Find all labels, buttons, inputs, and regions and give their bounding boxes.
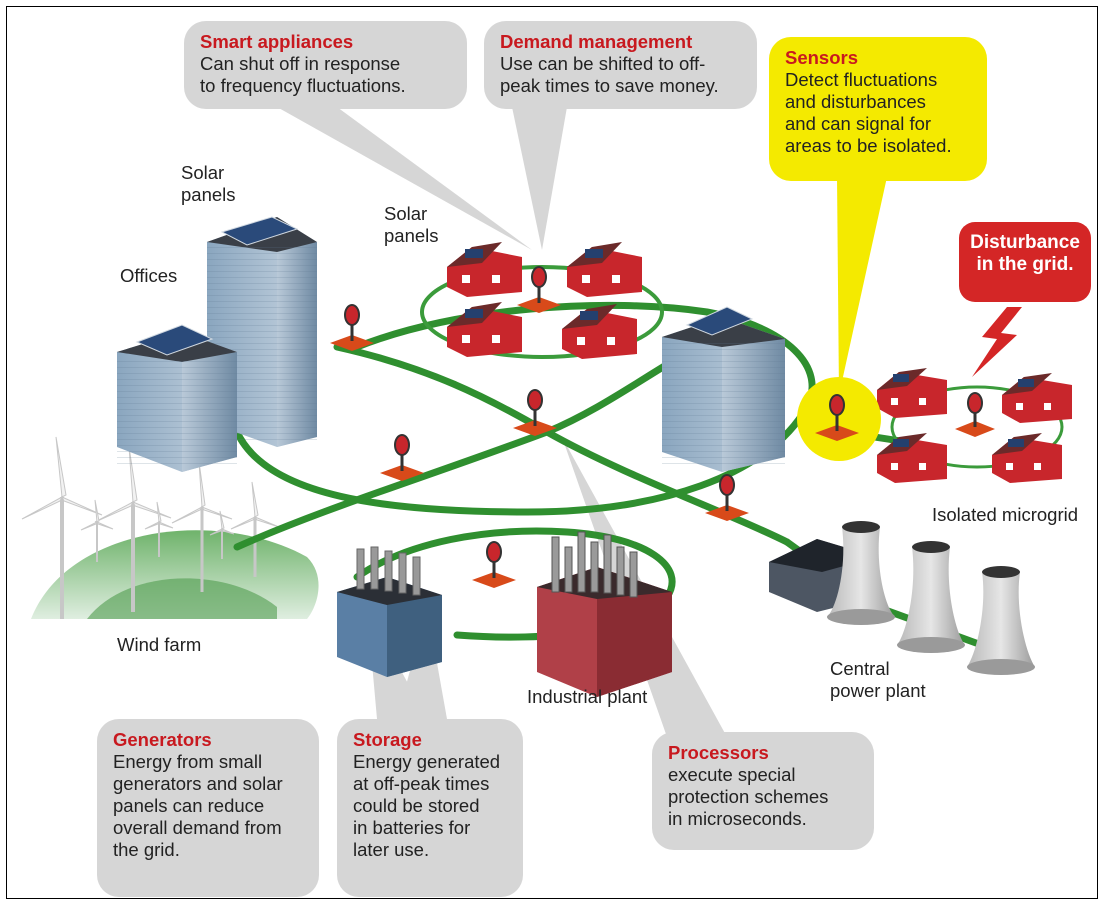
- wind-farm-hill: [31, 530, 319, 619]
- storage-body: Energy generated at off-peak times could…: [353, 751, 501, 860]
- sensor-node: [472, 541, 516, 588]
- storage-title: Storage: [353, 729, 422, 750]
- house: [447, 242, 522, 297]
- house: [562, 304, 637, 359]
- generators-body: Energy from small generators and solar p…: [113, 751, 283, 860]
- sensors-pointer: [837, 177, 887, 395]
- diagram-frame: Smart appliances Can shut off in respons…: [6, 6, 1098, 899]
- central-power-plant-facility: [769, 521, 1035, 675]
- isolated-microgrid-label: Isolated microgrid: [932, 504, 1079, 525]
- sensor-highlight: [797, 377, 881, 461]
- sensor-node: [513, 389, 557, 436]
- processors-callout: Processors execute special protection sc…: [652, 732, 874, 850]
- storage-building: [337, 546, 442, 677]
- sensor-node: [380, 434, 424, 481]
- demand-management-body: Use can be shifted to off- peak times to…: [500, 53, 719, 96]
- office-short-tower: [117, 324, 237, 472]
- cooling-tower: [827, 521, 895, 625]
- smart-appliances-callout: Smart appliances Can shut off in respons…: [184, 21, 467, 109]
- demand-management-pointer: [512, 107, 567, 250]
- generators-title: Generators: [113, 729, 212, 750]
- industrial-plant-building: [537, 531, 672, 697]
- demand-management-title: Demand management: [500, 31, 693, 52]
- house: [567, 242, 642, 297]
- sensor-node: [330, 304, 374, 351]
- smart-appliances-title: Smart appliances: [200, 31, 354, 52]
- disturbance-text: Disturbance in the grid.: [970, 232, 1080, 275]
- house: [447, 302, 522, 357]
- solar-panels-homes-label: Solar panels: [384, 203, 439, 246]
- industrial-plant-label: Industrial plant: [527, 686, 648, 707]
- office-tall-tower: [207, 216, 317, 447]
- lightning-bolt-icon: [972, 307, 1022, 377]
- wind-turbines: [21, 436, 280, 619]
- neighborhood-houses: [447, 242, 642, 359]
- smart-appliances-body: Can shut off in response to frequency fl…: [200, 53, 406, 96]
- cooling-tower: [897, 541, 965, 653]
- storage-callout: Storage Energy generated at off-peak tim…: [337, 719, 523, 897]
- demand-management-callout: Demand management Use can be shifted to …: [484, 21, 757, 109]
- smart-grid-illustration: [21, 107, 1072, 737]
- processors-title: Processors: [668, 742, 769, 763]
- disturbance-callout: Disturbance in the grid.: [959, 222, 1091, 302]
- microgrid-ring: [890, 385, 1064, 469]
- wind-farm-label: Wind farm: [117, 634, 202, 655]
- smart-appliances-pointer: [277, 107, 532, 250]
- office-mid-building: [662, 306, 785, 472]
- sensor-node: [815, 394, 859, 441]
- microgrid-houses: [877, 368, 1072, 483]
- offices-label: Offices: [120, 265, 178, 286]
- sensors-title: Sensors: [785, 47, 859, 68]
- sensors-body: Detect fluctuations and disturbances and…: [785, 69, 952, 156]
- house: [877, 368, 947, 418]
- house: [1002, 373, 1072, 423]
- cooling-tower: [967, 566, 1035, 675]
- sensor-node: [517, 266, 561, 313]
- grid-nodes: [330, 266, 995, 588]
- sensor-node: [955, 392, 995, 437]
- sensors-callout: Sensors Detect fluctuations and disturba…: [769, 37, 987, 181]
- house: [877, 433, 947, 483]
- house: [992, 433, 1062, 483]
- central-power-plant-label: Central power plant: [830, 658, 926, 701]
- solar-panels-offices-label: Solar panels: [181, 162, 236, 205]
- processors-body: execute special protection schemes in mi…: [668, 764, 829, 829]
- sensor-node: [705, 474, 749, 521]
- generators-callout: Generators Energy from small generators …: [97, 719, 319, 897]
